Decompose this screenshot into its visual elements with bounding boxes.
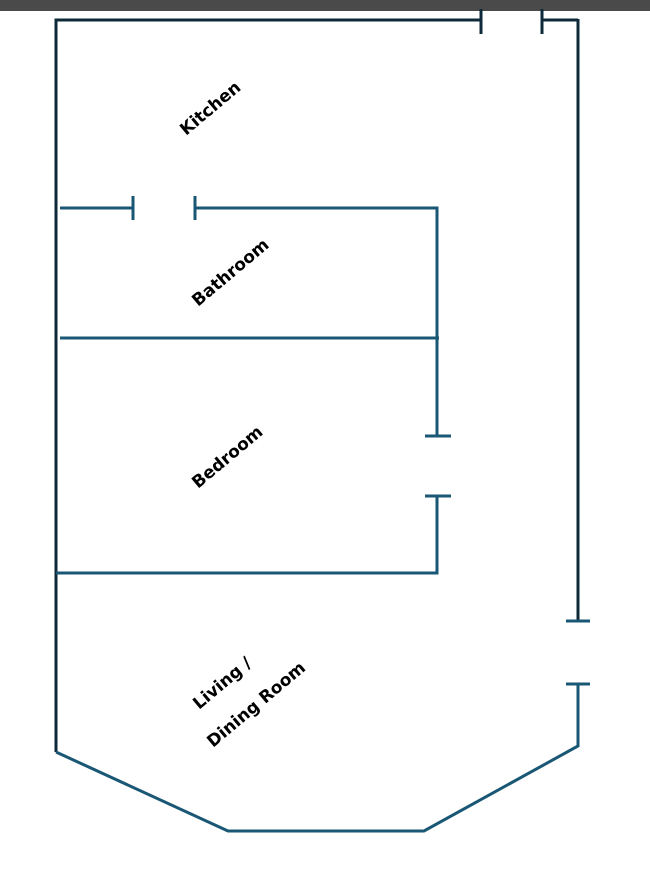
lower-walls	[55, 619, 590, 833]
bathroom-top-right-wall	[195, 206, 439, 338]
bathroom-label: Bathroom	[188, 235, 273, 311]
bedroom-right-bottom-wall	[56, 496, 439, 575]
living-dining-label-line2: Dining Room	[203, 658, 309, 752]
outer-walls	[54, 9, 580, 752]
kitchen-label: Kitchen	[176, 78, 245, 140]
interior-walls	[56, 196, 451, 575]
bedroom-label: Bedroom	[188, 422, 267, 493]
outer-wall-bottom	[55, 684, 580, 833]
top-bar	[0, 0, 650, 11]
outer-wall-left-top	[54, 18, 481, 752]
